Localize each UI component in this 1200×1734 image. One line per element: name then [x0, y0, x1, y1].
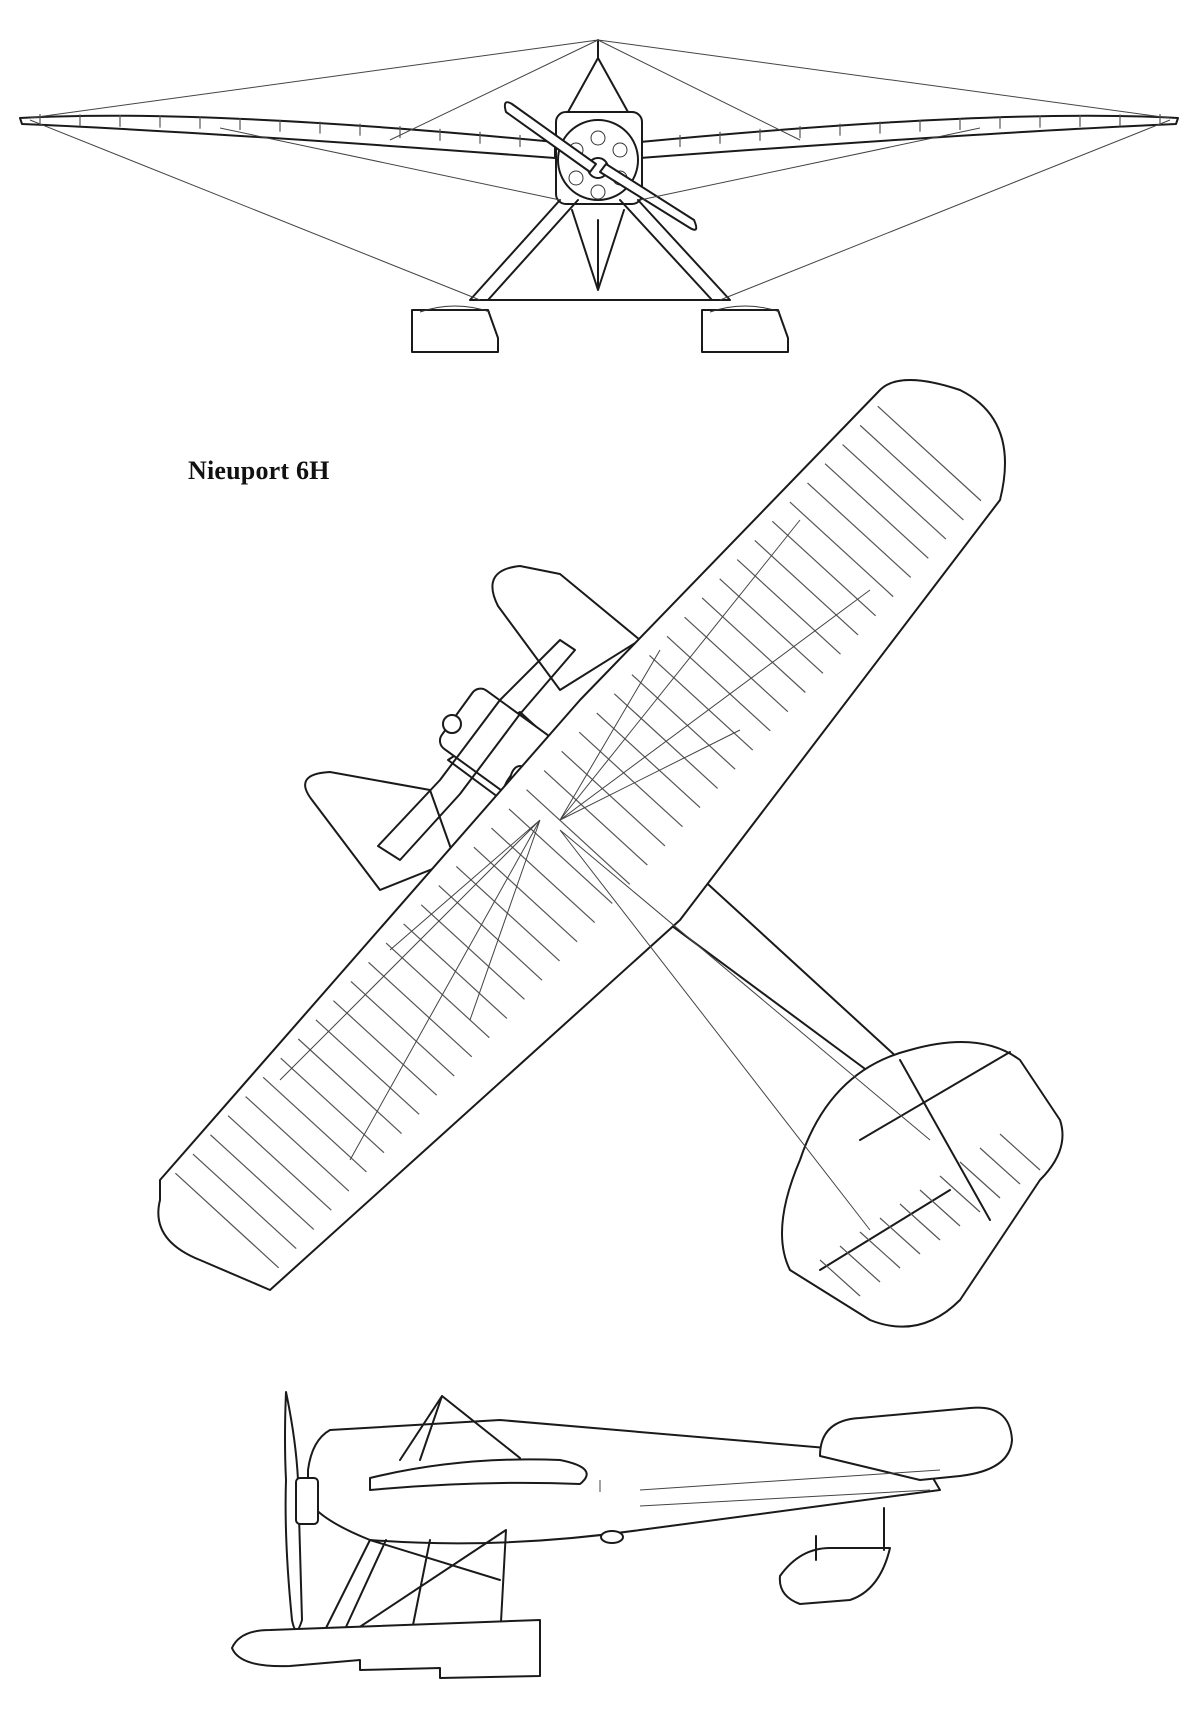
top-wing-rib [420, 904, 525, 1000]
top-wing-rib [754, 539, 859, 636]
top-cabane-struts [377, 639, 576, 861]
top-wing-rib [859, 424, 964, 521]
top-tail-rib [819, 1259, 861, 1297]
top-wing-rib [719, 578, 824, 674]
side-view [231, 1391, 1013, 1679]
top-tail-rib [899, 1203, 941, 1241]
top-tailplane [781, 1041, 1064, 1328]
side-fuel-cap [600, 1530, 624, 1544]
front-cabane-pylon [567, 39, 629, 113]
top-wing-rib [877, 405, 982, 502]
top-wing-rib [684, 616, 789, 713]
side-tail-float [778, 1547, 891, 1605]
top-engine-stub [442, 714, 462, 734]
drawing-title: Nieuport 6H [188, 456, 330, 485]
top-wing-rib [578, 731, 683, 828]
top-tail-rib [919, 1189, 961, 1227]
top-tail-rib [859, 1231, 901, 1269]
top-wing-rib [315, 1019, 420, 1115]
top-wing-rib [649, 655, 754, 751]
side-cabane-pylon [399, 1395, 521, 1461]
front-right-wing [639, 114, 1179, 159]
top-wing-rib [561, 750, 666, 847]
top-float-lower [304, 771, 456, 891]
side-main-float [231, 1619, 541, 1679]
side-engine-cowl [295, 1477, 319, 1525]
top-wing-rib [192, 1153, 297, 1250]
top-wing-rib [333, 1000, 438, 1096]
top-tail-rib [939, 1175, 981, 1213]
top-wing-rib [245, 1096, 350, 1192]
top-wing-rib [543, 770, 648, 866]
top-wing-bracing [279, 519, 931, 1231]
top-wing-rib [455, 865, 560, 962]
top-wing-rib [438, 885, 543, 981]
top-wing-ribs [174, 405, 982, 1269]
side-fuselage [307, 1419, 941, 1545]
top-tail-rib [839, 1245, 881, 1283]
top-tail-ribs [819, 1133, 1041, 1297]
top-view [157, 379, 1064, 1328]
front-left-wing [19, 114, 556, 159]
side-undercarriage [319, 1529, 507, 1641]
top-tail-rib [959, 1161, 1001, 1199]
top-wing-rib [526, 789, 631, 885]
top-wing-rib [736, 559, 841, 655]
top-tail-rib [999, 1133, 1041, 1171]
top-tail-rib [979, 1147, 1021, 1185]
top-wing-rib [789, 501, 894, 598]
side-wing-section [369, 1458, 588, 1491]
front-view [19, 39, 1179, 353]
front-right-float [701, 309, 789, 353]
top-wing-rib [807, 482, 912, 578]
top-wing-rib [824, 463, 929, 559]
top-wing-rib [297, 1038, 402, 1134]
top-wing-rib [771, 520, 877, 617]
top-wing-rib [631, 674, 736, 770]
front-wire-bracing [29, 39, 1171, 301]
front-wing-ribs [39, 114, 1161, 147]
side-tail-struts [815, 1507, 885, 1561]
top-float-upper [491, 565, 641, 691]
top-wing-rib [262, 1076, 367, 1173]
top-wing-rib [174, 1172, 280, 1269]
top-rudder-post [899, 1059, 991, 1221]
top-wing-rib [385, 942, 490, 1039]
top-wing-rib [368, 961, 473, 1058]
front-right-float-cap [709, 305, 781, 313]
top-wing-rib [842, 444, 947, 540]
top-wing-rib [508, 808, 613, 904]
top-wing-rib [227, 1115, 332, 1211]
top-wing-rib [210, 1134, 315, 1230]
top-wing-rib [350, 981, 455, 1077]
top-wing-rib [666, 635, 771, 732]
top-elevator-hinge [819, 1051, 1011, 1271]
top-wing-rib [491, 827, 596, 924]
front-left-float-cap [419, 305, 491, 313]
side-bracing-wires [599, 1469, 941, 1507]
top-main-wing [157, 379, 1006, 1291]
top-tail-rib [879, 1217, 921, 1255]
top-wing-rib [280, 1057, 385, 1154]
front-undercarriage-struts [469, 199, 731, 301]
front-left-float [411, 309, 499, 353]
side-tail-fin [819, 1406, 1013, 1481]
top-wing-rib [701, 597, 806, 693]
